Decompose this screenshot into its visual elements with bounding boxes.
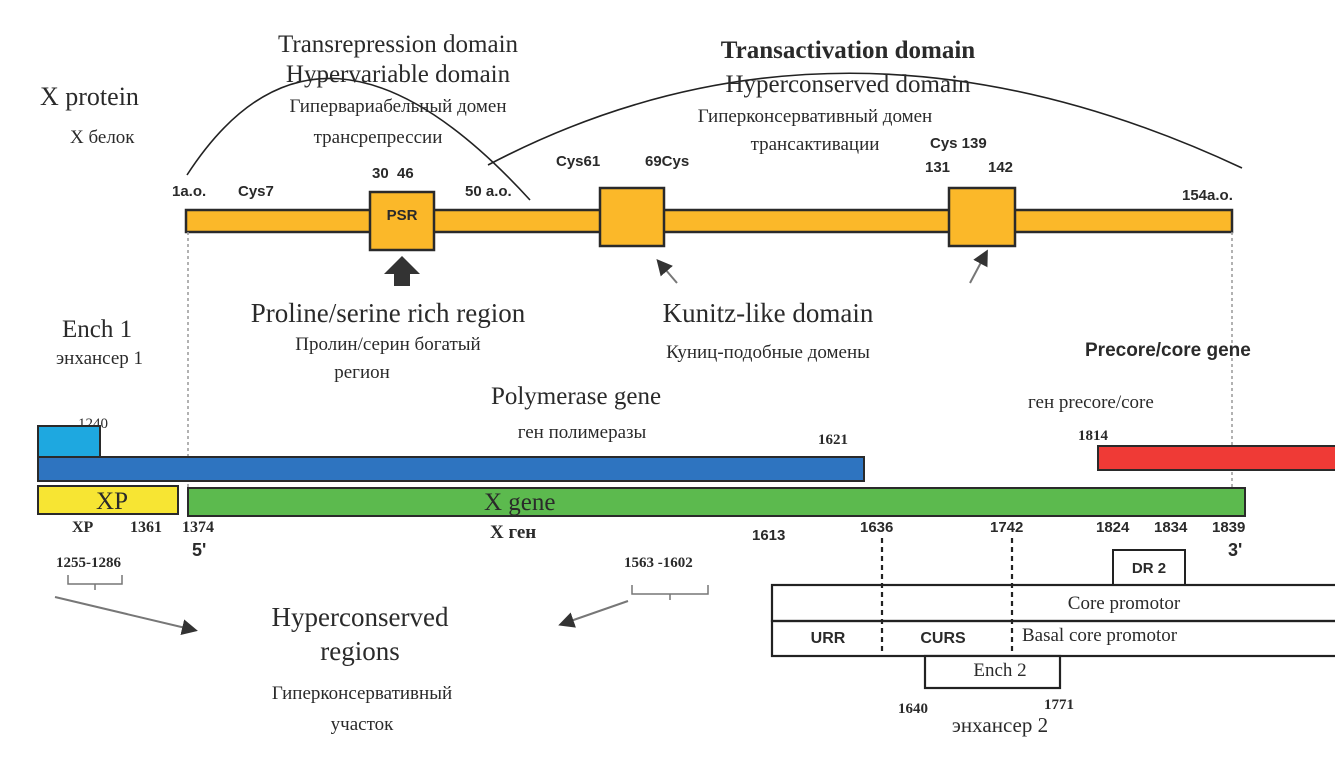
kunitz-box-1 [598, 186, 666, 248]
proline-label-ru-2: регион [334, 362, 390, 383]
precore-bar [1097, 445, 1335, 471]
hyper-arrow-2-icon [558, 600, 629, 628]
psr-arrow-icon [384, 256, 420, 286]
pos-cys69-label: 69Cys [645, 153, 689, 170]
transactivation-label: Transactivation domain [721, 37, 976, 64]
tick-1839-label: 1839 [1212, 519, 1245, 536]
hypervariable-label: Hypervariable domain [286, 61, 511, 88]
protein-title-ru: X белок [70, 127, 135, 148]
xp-label: XP [96, 488, 128, 515]
proline-label-ru: Пролин/серин богатый [295, 334, 480, 355]
ench2-label: Ench 2 [973, 660, 1026, 681]
core-promotor-label: Core promotor [1068, 593, 1181, 614]
precore-label: Precore/core gene [1085, 340, 1251, 361]
tick-1613-label: 1613 [752, 527, 785, 544]
five-prime-label: 5' [192, 540, 206, 560]
hyperconserved-regions-label-ru: Гиперконсервативный [272, 683, 452, 704]
precore-label-ru: ген precore/core [1028, 392, 1154, 413]
ench2-end-label: 1771 [1044, 697, 1074, 713]
pos-cys139-label: Cys 139 [930, 135, 987, 152]
dr2-label: DR 2 [1132, 560, 1166, 577]
polymerase-label: Polymerase gene [491, 383, 661, 410]
tick-1824-label: 1824 [1096, 519, 1130, 536]
tick-1834-label: 1834 [1154, 519, 1188, 536]
tick-1636-label: 1636 [860, 519, 893, 536]
xp-label-below: XP [72, 519, 94, 536]
transactivation-label-ru: трансактивации [751, 134, 880, 155]
pos-start-label: 1a.o. [172, 183, 206, 200]
xp-bar [37, 485, 179, 515]
kunitz-box-2 [947, 186, 1017, 248]
ench2-start-label: 1640 [898, 701, 928, 717]
curs-label: CURS [920, 630, 966, 647]
core-promotor-box [770, 583, 1335, 623]
transrepression-label-ru: трансрепрессии [314, 127, 443, 148]
hyper-range-1-label: 1255-1286 [56, 555, 121, 571]
hyper-range-2-label: 1563 -1602 [624, 555, 693, 571]
precore-start-label: 1814 [1078, 428, 1109, 444]
tick-1742-label: 1742 [990, 519, 1023, 536]
protein-title: X protein [40, 82, 139, 111]
hyperconserved-regions-label-ru-2: участок [331, 714, 394, 735]
pos-142-label: 142 [988, 159, 1013, 176]
x-gene-label: X gene [484, 489, 556, 516]
pos-131-label: 131 [925, 159, 950, 176]
hyperconserved-domain-label: Hyperconserved domain [725, 71, 971, 98]
x-gene-start-label: 1374 [182, 519, 214, 536]
x-gene-bar [187, 487, 1246, 517]
kunitz-arrow-1-icon [656, 258, 678, 284]
kunitz-label-ru: Куниц-подобные домены [666, 342, 870, 363]
polymerase-bar [37, 456, 865, 482]
kunitz-label: Kunitz-like domain [663, 298, 874, 328]
psr-label: PSR [387, 207, 418, 224]
polymerase-label-ru: ген полимеразы [518, 422, 647, 443]
protein-bar [184, 208, 1234, 234]
ench2-box [923, 654, 1062, 690]
transrepression-arc [186, 77, 531, 201]
ench1-label: Ench 1 [62, 316, 132, 343]
pos-50-label: 50 a.o. [465, 183, 512, 200]
three-prime-label: 3' [1228, 540, 1242, 560]
hyperconserved-regions-label-2: regions [320, 636, 399, 666]
hypervariable-label-ru: Гипервариабельный домен [289, 96, 506, 117]
proline-label: Proline/serine rich region [251, 298, 526, 328]
kunitz-arrow-2-icon [969, 249, 988, 284]
urr-label: URR [811, 630, 846, 647]
hyperconserved-domain-label-ru: Гиперконсервативный домен [698, 106, 932, 127]
psr-box [368, 190, 436, 252]
pos-end-label: 154a.o. [1182, 187, 1233, 204]
hyperconserved-regions-label: Hyperconserved [272, 602, 449, 632]
xp-end-label: 1361 [130, 519, 162, 536]
ench1-label-ru: энхансер 1 [56, 348, 143, 369]
transrepression-label: Transrepression domain [278, 31, 519, 58]
ench2-label-ru: энхансер 2 [952, 713, 1048, 737]
hyper-bracket-1 [67, 575, 123, 590]
polymerase-end-label: 1621 [818, 432, 848, 448]
hyper-bracket-2 [631, 585, 709, 600]
hyper-arrow-1-icon [54, 596, 198, 636]
ench1-bar [37, 425, 101, 459]
pos-cys7-label: Cys7 [238, 183, 274, 200]
pos-psr-range-label: 30 46 [372, 165, 414, 182]
basal-core-promotor-label: Basal core promotor [1022, 625, 1178, 646]
pos-cys61-label: Cys61 [556, 153, 600, 170]
dr2-box [1112, 549, 1186, 586]
x-gene-label-ru: X ген [490, 522, 536, 543]
transactivation-arc [487, 72, 1243, 169]
